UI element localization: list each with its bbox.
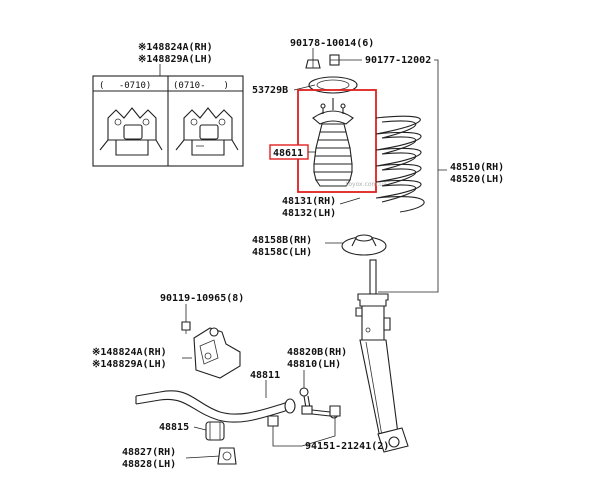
link-nut-icon [267, 405, 341, 427]
label-53729b: 53729B [252, 85, 288, 96]
inset-ref-rh: ※148824A(RH) [138, 42, 213, 53]
label-48510: 48510(RH) [450, 162, 504, 173]
inset-col-left: ( -0710) [99, 81, 151, 91]
leader-48815 [193, 426, 207, 431]
leader-48131 [339, 197, 361, 205]
spring-insulator-icon [341, 234, 387, 256]
bushing-clamp-icon [217, 447, 237, 465]
label-94151: 94151-21241(2) [305, 441, 389, 452]
coil-spring-icon [375, 115, 425, 213]
label-48611: 48611 [273, 148, 303, 159]
bracket-old-icon [99, 107, 163, 156]
label-48811: 48811 [250, 370, 280, 381]
label-90119: 90119-10965(8) [160, 293, 244, 304]
inset-box [92, 75, 244, 167]
label-90178: 90178-10014(6) [290, 38, 374, 49]
leader-94151 [272, 416, 336, 447]
label-48158c: 48158C(LH) [252, 247, 312, 258]
label-90177: 90177-12002 [365, 55, 431, 66]
bump-stopper-bellow-icon [313, 123, 353, 187]
leader-48510 [378, 59, 447, 293]
inset-col-right: (0710- ) [173, 81, 229, 91]
inset-ref-lh: ※148829A(LH) [138, 54, 213, 65]
label-48520: 48520(LH) [450, 174, 504, 185]
watermark: toyox.com.ua [346, 181, 387, 188]
label-48810: 48810(LH) [287, 359, 341, 370]
label-48828: 48828(LH) [122, 459, 176, 470]
stabilizer-bracket-icon [193, 327, 241, 379]
label-48827: 48827(RH) [122, 447, 176, 458]
bolt-icon [181, 321, 191, 334]
shock-absorber-icon [355, 259, 409, 453]
label-48131: 48131(RH) [282, 196, 336, 207]
label-48820b: 48820B(RH) [287, 347, 347, 358]
leader-48827 [185, 455, 221, 459]
highlight-box [297, 89, 377, 193]
label-48815: 48815 [159, 422, 189, 433]
label-48158b: 48158B(RH) [252, 235, 312, 246]
label-148829a: ※148829A(LH) [92, 359, 167, 370]
label-148824a: ※148824A(RH) [92, 347, 167, 358]
bracket-new-icon [175, 107, 239, 156]
nut-icon [305, 59, 321, 69]
upper-mount-icon [312, 98, 354, 125]
label-48132: 48132(LH) [282, 208, 336, 219]
cap-nut-icon [329, 54, 340, 66]
stabilizer-bushing-icon [205, 421, 225, 441]
